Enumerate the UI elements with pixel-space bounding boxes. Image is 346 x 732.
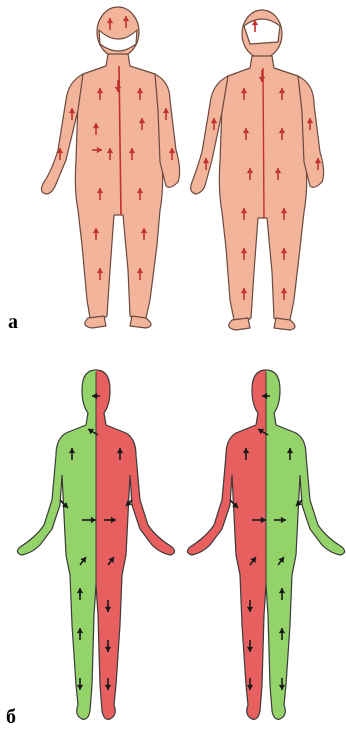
foot-left-front-a <box>85 316 106 328</box>
figure-front-b-halves <box>17 370 174 719</box>
figure-back-a <box>191 10 324 330</box>
panel-b-figures <box>0 360 346 732</box>
panel-label-a: а <box>8 311 18 334</box>
figure-front-a <box>41 7 179 328</box>
panel-a-segmental-body: а <box>0 0 346 345</box>
hair-patch-back-a <box>244 19 280 44</box>
foot-right-front-a <box>130 316 151 328</box>
foot-right-back-a <box>274 318 295 330</box>
figure-back-b-halves <box>187 370 344 719</box>
panel-label-b: б <box>6 706 16 729</box>
foot-left-back-a <box>229 318 250 330</box>
midline-back-a <box>263 68 264 218</box>
panel-a-figures <box>0 0 346 345</box>
panel-b-split-body: б <box>0 360 346 732</box>
